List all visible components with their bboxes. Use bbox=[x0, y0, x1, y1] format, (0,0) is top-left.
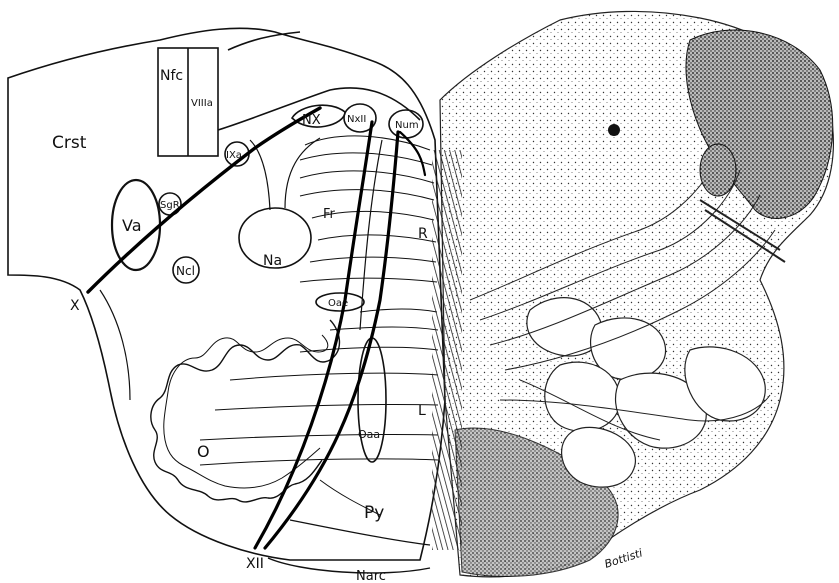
label-nxii: NxII bbox=[347, 114, 366, 125]
label-r: R bbox=[418, 226, 428, 242]
hypoglossal-root-2 bbox=[265, 132, 398, 548]
py-boundary bbox=[290, 520, 430, 545]
label-nx: NX bbox=[302, 113, 321, 128]
olive-outline bbox=[151, 320, 340, 502]
raphe-hatch bbox=[432, 150, 462, 550]
label-l: L bbox=[418, 403, 426, 419]
top-fiber bbox=[228, 32, 300, 50]
fr-fibers bbox=[200, 136, 438, 465]
label-fr: Fr bbox=[323, 207, 336, 222]
label-nfc: Nfc bbox=[160, 68, 183, 84]
label-narc: Narc bbox=[356, 569, 386, 583]
olive-inner bbox=[164, 335, 328, 488]
hypoglossal-root-1 bbox=[255, 122, 372, 548]
oaa-outline bbox=[358, 338, 386, 462]
label-py: Py bbox=[364, 503, 384, 523]
na-root-2 bbox=[285, 138, 320, 208]
left-interior bbox=[100, 290, 130, 400]
label-crst: Crst bbox=[52, 133, 87, 153]
nerve-fibers bbox=[88, 108, 425, 548]
label-ncl: Ncl bbox=[176, 264, 195, 278]
label-sgr: SgR bbox=[160, 200, 180, 211]
histology-half bbox=[432, 11, 833, 576]
root-bundle bbox=[700, 144, 736, 196]
label-num: Num bbox=[395, 120, 419, 131]
label-oae: Oae bbox=[328, 298, 348, 309]
central-canal bbox=[608, 124, 620, 136]
label-x: X bbox=[70, 298, 80, 314]
label-xii: XII bbox=[246, 556, 264, 572]
artist-signature: Bottisti bbox=[603, 546, 644, 570]
label-o: O bbox=[197, 442, 210, 461]
label-ixa: IXa bbox=[226, 150, 242, 161]
label-viiia: VIIIa bbox=[191, 98, 213, 109]
label-oaa: Oaa bbox=[358, 428, 380, 441]
label-va: Va bbox=[122, 216, 142, 235]
label-na: Na bbox=[263, 253, 282, 269]
